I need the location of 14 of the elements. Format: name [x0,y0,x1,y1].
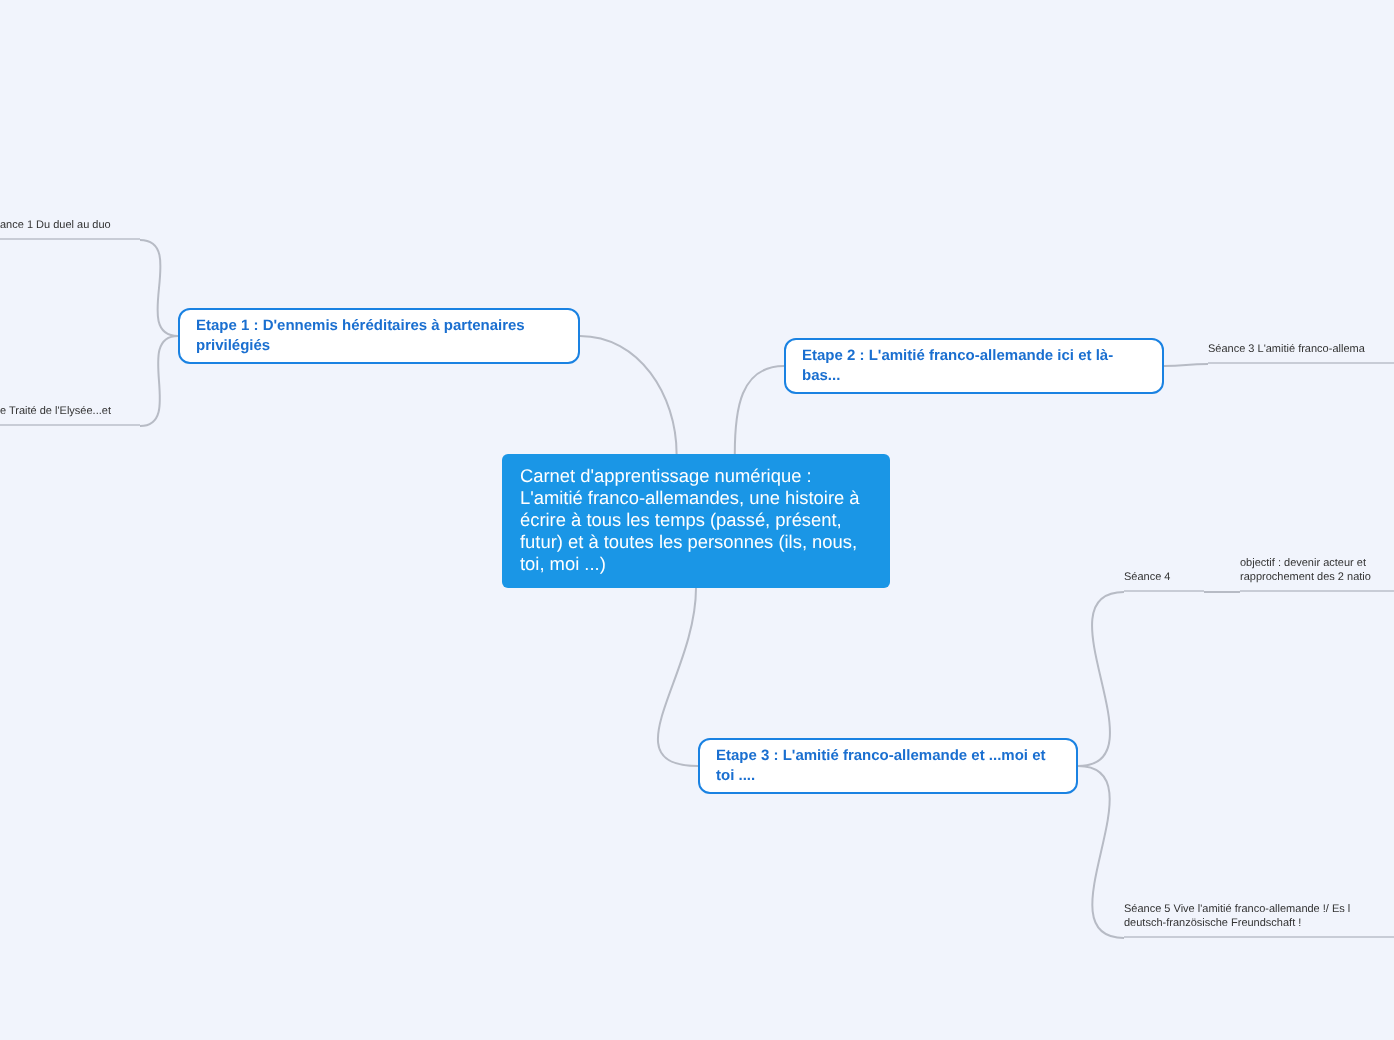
connector-line [579,335,678,455]
connector-line [733,365,785,455]
underline-topic [0,216,140,240]
underline-topic [0,402,140,426]
connector-line [1077,765,1125,939]
underline-topic [1240,552,1394,592]
underline-topic [1124,568,1204,592]
connector-line [1163,363,1209,367]
connector-line [1203,591,1241,593]
connector-line [139,239,179,337]
connector-line [656,587,699,767]
central-topic-box: Carnet d'apprentissage numérique : L'amitié franco-allemandes, une histoire à écrire à tous les temps (passé, présent, futur) et à toutes les personnes (ils, nous, toi, moi ...) [502,454,890,588]
underline-topic [1208,344,1394,364]
connector-line [139,335,179,427]
